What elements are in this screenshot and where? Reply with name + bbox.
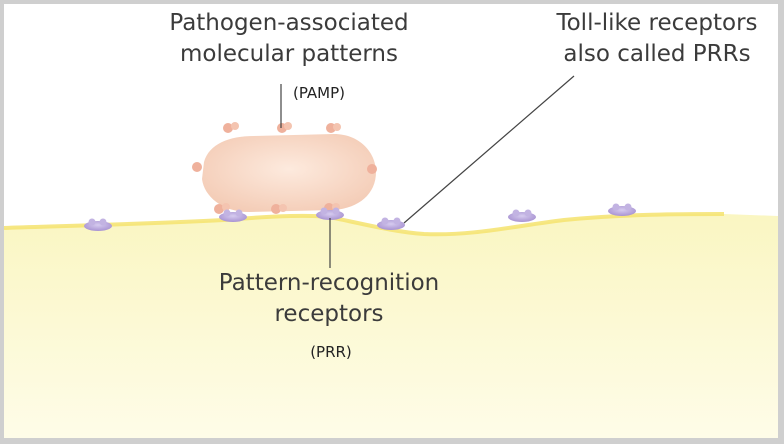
diagram-frame: Pathogen-associated molecular patterns (… xyxy=(4,4,778,438)
receptor xyxy=(608,203,636,216)
receptor xyxy=(377,217,405,230)
host-cell-body xyxy=(4,214,778,438)
pathogen-cell xyxy=(202,134,376,212)
pamp-dot xyxy=(277,122,292,133)
receptor xyxy=(219,209,247,222)
toll-leader-line xyxy=(403,75,575,224)
pamp-abbreviation: (PAMP) xyxy=(292,84,346,102)
prr-abbreviation: (PRR) xyxy=(310,343,352,361)
prr-label-line1: Pattern-recognition xyxy=(218,270,440,296)
receptors xyxy=(84,203,636,231)
receptor xyxy=(84,218,112,231)
pamp-dot xyxy=(271,204,287,214)
pamp-dot xyxy=(326,123,341,133)
pamp-dot xyxy=(223,122,239,133)
pamp-dot xyxy=(214,203,230,214)
toll-label-line2: also called PRRs xyxy=(563,41,751,67)
pamp-dots xyxy=(192,122,377,214)
pamp-dot xyxy=(367,164,377,174)
prr-label-line2: receptors xyxy=(274,301,384,327)
receptor xyxy=(316,207,344,220)
pamp-dot xyxy=(192,162,202,172)
receptor xyxy=(508,209,536,222)
toll-label-line1: Toll-like receptors xyxy=(556,10,758,36)
pamp-label-line1: Pathogen-associated xyxy=(169,10,409,36)
immune-recognition-diagram xyxy=(4,75,778,438)
cell-membrane xyxy=(4,212,725,237)
pamp-label-line2: molecular patterns xyxy=(180,41,398,67)
